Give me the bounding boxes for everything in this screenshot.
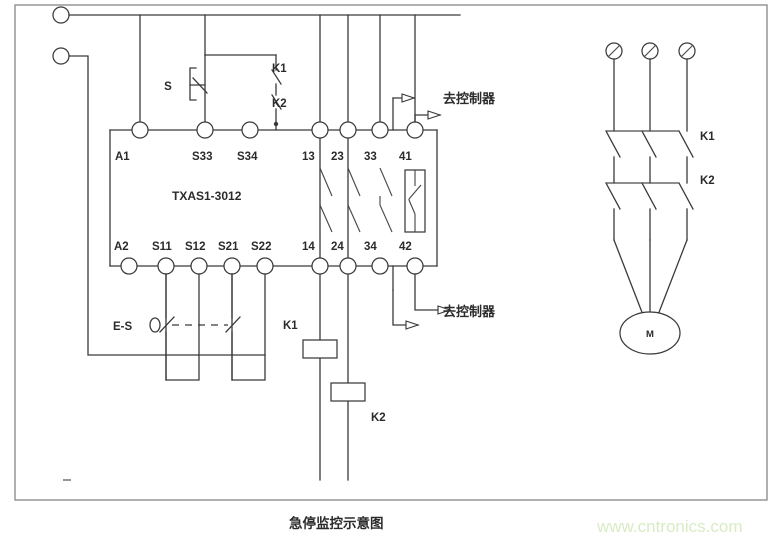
terminal-label-s12: S12: [185, 241, 205, 253]
phase-terminal-3: [678, 42, 696, 60]
terminal-label-s34: S34: [237, 151, 258, 163]
reset-k2-contact-label: K2: [272, 98, 287, 110]
estop-label: E-S: [113, 321, 133, 333]
terminal-42: [406, 257, 424, 275]
module-bottom-terminals: A2 S11 S12 S21 S22 14 24 34 42: [114, 241, 424, 275]
estop-actuator: [149, 317, 161, 333]
terminal-label-24: 24: [331, 241, 344, 253]
output-arrow-upper-left: [401, 93, 416, 103]
phase-terminal-2: [641, 42, 659, 60]
power-section: K1 K2 M: [605, 42, 715, 355]
module-part-number: TXAS1-3012: [172, 189, 242, 203]
relay-coils: K1 K2: [283, 320, 386, 424]
reset-circuit: S K1 K2: [164, 54, 287, 131]
diagram-caption: 急停监控示意图: [289, 515, 384, 532]
module-internal-contacts: [319, 167, 426, 233]
terminal-label-41: 41: [399, 151, 412, 163]
contactor-k1-poles: [605, 130, 694, 184]
terminal-a1: [131, 121, 149, 139]
controller-output-wiring: 去控制器 去控制器: [392, 91, 496, 330]
terminal-14: [311, 257, 329, 275]
terminal-s33: [196, 121, 214, 139]
coil-k1-label: K1: [283, 320, 298, 332]
terminal-label-s33: S33: [192, 151, 212, 163]
coil-k2-box: [330, 382, 366, 402]
motor-symbol: [619, 311, 681, 355]
output-arrow-upper-right: [427, 110, 442, 120]
terminal-label-s22: S22: [251, 241, 271, 253]
terminal-label-14: 14: [302, 241, 315, 253]
terminal-s34: [241, 121, 259, 139]
terminal-label-42: 42: [399, 241, 412, 253]
terminal-label-13: 13: [302, 151, 315, 163]
terminal-label-23: 23: [331, 151, 344, 163]
terminal-label-s11: S11: [152, 241, 172, 253]
terminal-label-s21: S21: [218, 241, 239, 253]
output-arrow-lower-left: [405, 320, 420, 330]
terminal-s12: [190, 257, 208, 275]
supply-terminal-l1: [52, 6, 70, 24]
terminal-s21: [223, 257, 241, 275]
terminal-23: [339, 121, 357, 139]
contactor-k2-label: K2: [700, 175, 715, 187]
emergency-stop-circuit: E-S: [113, 273, 266, 381]
module-top-terminals: A1 S33 S34 13 23 33 41: [115, 121, 424, 163]
motor-label: M: [646, 329, 654, 340]
terminal-label-34: 34: [364, 241, 377, 253]
terminal-s22: [256, 257, 274, 275]
supply-terminal-l2: [52, 47, 70, 65]
terminal-24: [339, 257, 357, 275]
controller-output-label-top: 去控制器: [443, 91, 496, 107]
coil-k2-label: K2: [371, 412, 386, 424]
coil-k1-box: [302, 339, 338, 359]
phase-terminal-1: [605, 42, 623, 60]
contactor-k2-poles: [605, 182, 694, 241]
junction-dot: [273, 121, 279, 127]
reset-button-label: S: [164, 81, 172, 93]
terminal-s11: [157, 257, 175, 275]
terminal-13: [311, 121, 329, 139]
diagram-frame: [14, 4, 768, 501]
terminal-label-33: 33: [364, 151, 377, 163]
contactor-k1-label: K1: [700, 131, 715, 143]
terminal-label-a1: A1: [115, 151, 130, 163]
supply-wiring: [68, 14, 461, 481]
site-watermark: www.cntronics.com: [596, 517, 742, 536]
terminal-a2: [120, 257, 138, 275]
controller-output-label-bottom: 去控制器: [443, 304, 496, 320]
output-arrow-lower-right: [437, 305, 452, 315]
reset-k1-contact-label: K1: [272, 63, 287, 75]
terminal-34: [371, 257, 389, 275]
terminal-41: [406, 121, 424, 139]
terminal-33: [371, 121, 389, 139]
supply-terminals: [52, 6, 70, 65]
terminal-label-a2: A2: [114, 241, 129, 253]
